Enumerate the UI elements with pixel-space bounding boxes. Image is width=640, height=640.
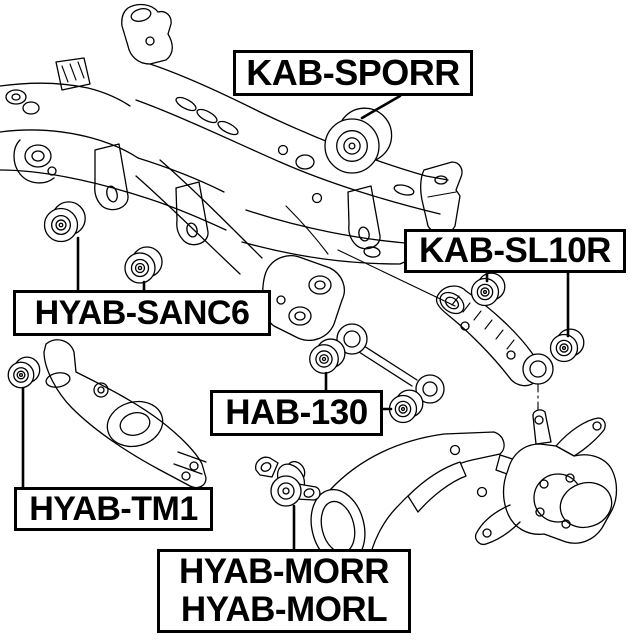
- arm-bushing-hyab-sanc6-b: [124, 246, 163, 284]
- subframe-crossmember-drawing: [0, 3, 463, 341]
- part-number-text: KAB-SPORR: [246, 51, 460, 93]
- part-label-hyab-sanc6[interactable]: HYAB-SANC6: [13, 290, 271, 336]
- part-number-text: HYAB-TM1: [29, 489, 198, 528]
- part-number-text-line1: HYAB-MORR: [178, 552, 390, 592]
- part-label-hyab-morr-morl[interactable]: HYAB-MORR HYAB-MORL: [157, 549, 411, 633]
- crossmember-bushing-kab-sporr: [323, 107, 393, 175]
- rod-bushing-hab-130-b: [388, 389, 424, 424]
- lower-control-arm-drawing: [43, 339, 207, 489]
- part-label-kab-sl10r[interactable]: KAB-SL10R: [404, 229, 626, 273]
- rod-bushing-hab-130-a: [309, 338, 346, 374]
- part-number-text: KAB-SL10R: [419, 231, 611, 271]
- bracketed-bushing-drawing: [255, 456, 321, 507]
- trailing-arm-drawing: [310, 431, 535, 574]
- part-label-hyab-tm1[interactable]: HYAB-TM1: [14, 487, 213, 531]
- label-leader-lines: [21, 94, 570, 551]
- part-number-text: HYAB-SANC6: [34, 293, 250, 332]
- camber-arm-drawing: [435, 285, 554, 467]
- lateral-control-rod-drawing: [336, 323, 445, 404]
- part-label-kab-sporr[interactable]: KAB-SPORR: [233, 50, 473, 96]
- part-number-text: HAB-130: [225, 393, 368, 433]
- arm-bushing-hyab-sanc6-a: [43, 201, 86, 243]
- part-label-hab-130[interactable]: HAB-130: [210, 390, 383, 436]
- arm-bushing-hyab-tm1: [7, 356, 41, 389]
- part-number-text-line2: HYAB-MORL: [180, 590, 388, 629]
- steering-knuckle-hub-drawing: [474, 409, 618, 546]
- subframe-to-arm-pointer-line: [337, 249, 456, 307]
